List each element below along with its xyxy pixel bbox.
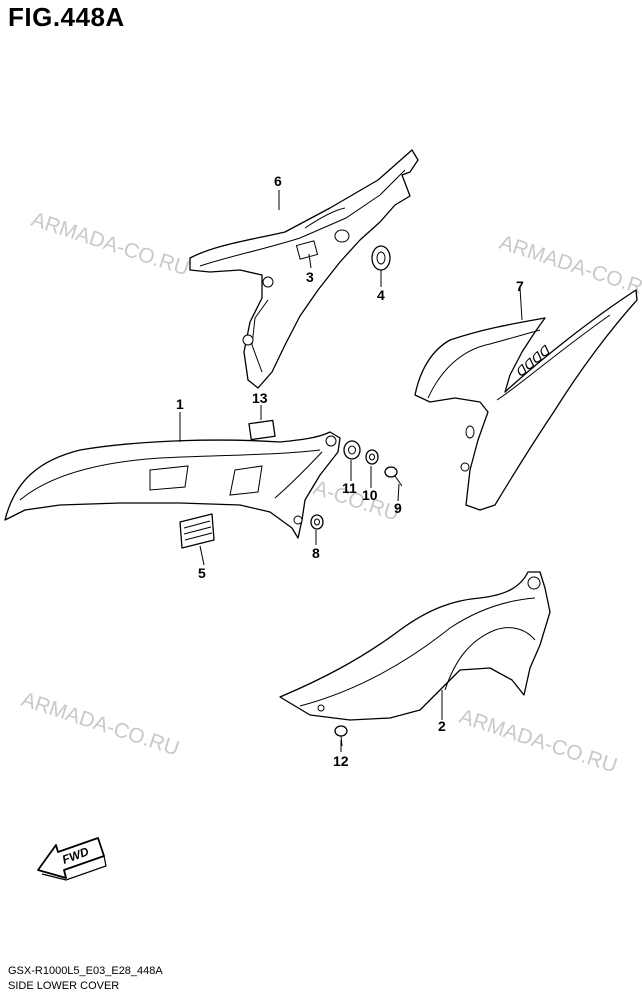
leader-lines xyxy=(179,190,523,752)
mesh-panel-5-drawing xyxy=(179,513,215,549)
callout-part-10: 10 xyxy=(362,487,378,503)
section-name: SIDE LOWER COVER xyxy=(8,980,120,992)
grommet-8-drawing xyxy=(310,514,324,530)
label-plate xyxy=(295,240,319,260)
side-cover-right-drawing: ᗡᗡᗡᗡ xyxy=(414,289,638,511)
watermark: ARMADA-CO.RU xyxy=(456,705,620,778)
screw-9-drawing xyxy=(384,466,403,487)
callout-part-2: 2 xyxy=(438,718,446,734)
figure-footer: GSX-R1000L5_E03_E28_448A SIDE LOWER COVE… xyxy=(8,964,163,994)
side-cover-left-drawing xyxy=(4,431,341,539)
callout-part-4: 4 xyxy=(377,287,385,303)
watermark: ARMADA-CO.RU xyxy=(28,208,192,281)
label-13-drawing xyxy=(248,419,276,441)
figure-title: FIG.448A xyxy=(8,2,125,32)
screw-12-drawing xyxy=(334,725,348,747)
watermark: ARMADA-CO.RU xyxy=(18,688,182,761)
callout-part-7: 7 xyxy=(516,278,524,294)
callout-part-11: 11 xyxy=(342,480,357,496)
callout-part-8: 8 xyxy=(312,545,320,561)
callout-part-3: 3 xyxy=(306,269,314,285)
model-code: GSX-R1000L5_E03_E28_448A xyxy=(8,965,163,977)
callout-part-9: 9 xyxy=(394,500,402,516)
callout-part-12: 12 xyxy=(333,753,349,769)
fwd-arrow-icon: FWD xyxy=(37,837,107,881)
callout-part-1: 1 xyxy=(176,396,184,412)
callout-part-6: 6 xyxy=(274,173,282,189)
callout-part-5: 5 xyxy=(198,565,206,581)
callout-part-13: 13 xyxy=(252,390,268,406)
lower-cowl-2-drawing xyxy=(279,571,551,721)
inner-panel-drawing xyxy=(189,149,419,389)
